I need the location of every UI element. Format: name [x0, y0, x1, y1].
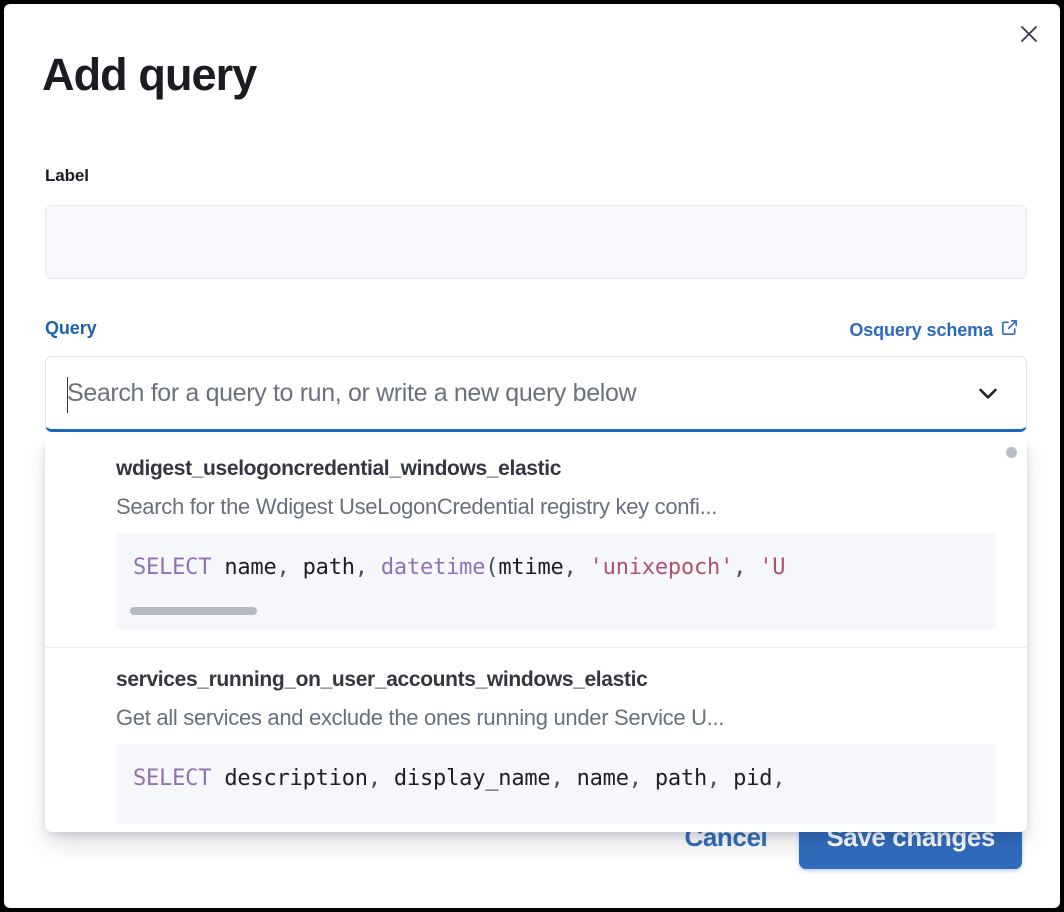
code-token: datetime — [380, 554, 486, 580]
label-input[interactable] — [45, 205, 1027, 279]
list-item-code-preview: SELECT name, path, datetime(mtime, 'unix… — [116, 532, 996, 629]
code-token: pid — [733, 765, 773, 791]
code-tokens: SELECT description, display_name, name, … — [133, 765, 786, 791]
code-token: 'U — [759, 554, 786, 580]
code-token: , — [733, 554, 760, 580]
osquery-schema-link-label: Osquery schema — [849, 319, 993, 340]
list-divider — [45, 646, 1027, 648]
code-token: SELECT — [133, 554, 212, 580]
list-item-code-preview: SELECT description, display_name, name, … — [116, 743, 996, 824]
page-title: Add query — [42, 49, 257, 100]
list-item-title: services_running_on_user_accounts_window… — [116, 667, 648, 691]
code-token: path — [302, 554, 355, 580]
osquery-schema-link[interactable]: Osquery schema — [849, 318, 1019, 342]
external-link-icon — [1000, 318, 1019, 342]
query-suggestions-dropdown: wdigest_uselogoncredential_windows_elast… — [45, 436, 1027, 832]
code-token — [211, 766, 224, 791]
close-icon-glyph — [1021, 26, 1037, 42]
code-token: path — [654, 765, 708, 791]
list-item-title: wdigest_uselogoncredential_windows_elast… — [116, 457, 562, 480]
code-tokens: SELECT name, path, datetime(mtime, 'unix… — [133, 554, 786, 580]
close-icon[interactable] — [1012, 17, 1046, 51]
code-token: 'unixepoch' — [589, 554, 734, 580]
code-token: , — [772, 765, 786, 791]
code-token: description — [224, 765, 368, 791]
code-token: , — [550, 765, 577, 791]
code-horizontal-scrollbar[interactable] — [130, 606, 257, 615]
list-item-description: Search for the Wdigest UseLogonCredentia… — [116, 494, 718, 520]
code-token — [211, 555, 224, 580]
list-item[interactable]: services_running_on_user_accounts_window… — [45, 648, 1027, 824]
code-token: mtime — [498, 554, 564, 580]
dropdown-scrollbar[interactable] — [1006, 447, 1017, 458]
code-token: ( — [485, 554, 499, 580]
text-cursor — [67, 377, 68, 413]
code-token: , — [628, 765, 655, 791]
code-token: , — [354, 554, 381, 580]
code-token: , — [563, 554, 590, 580]
code-token: , — [367, 765, 394, 791]
query-search-combobox[interactable] — [45, 356, 1027, 432]
list-item[interactable]: wdigest_uselogoncredential_windows_elast… — [45, 436, 1027, 629]
chevron-down-icon[interactable] — [970, 375, 1006, 411]
code-token: display_name — [393, 765, 551, 791]
code-token: name — [576, 765, 629, 791]
code-token: SELECT — [133, 765, 212, 791]
code-token: name — [224, 554, 277, 580]
list-item-description: Get all services and exclude the ones ru… — [116, 705, 725, 730]
label-field-label: Label — [45, 166, 89, 185]
query-field-label: Query — [45, 318, 97, 338]
query-search-input[interactable] — [67, 378, 970, 408]
code-token: , — [707, 765, 734, 791]
add-query-modal: Add query Label Query Osquery schema Can… — [4, 4, 1060, 908]
code-token: , — [276, 554, 303, 580]
